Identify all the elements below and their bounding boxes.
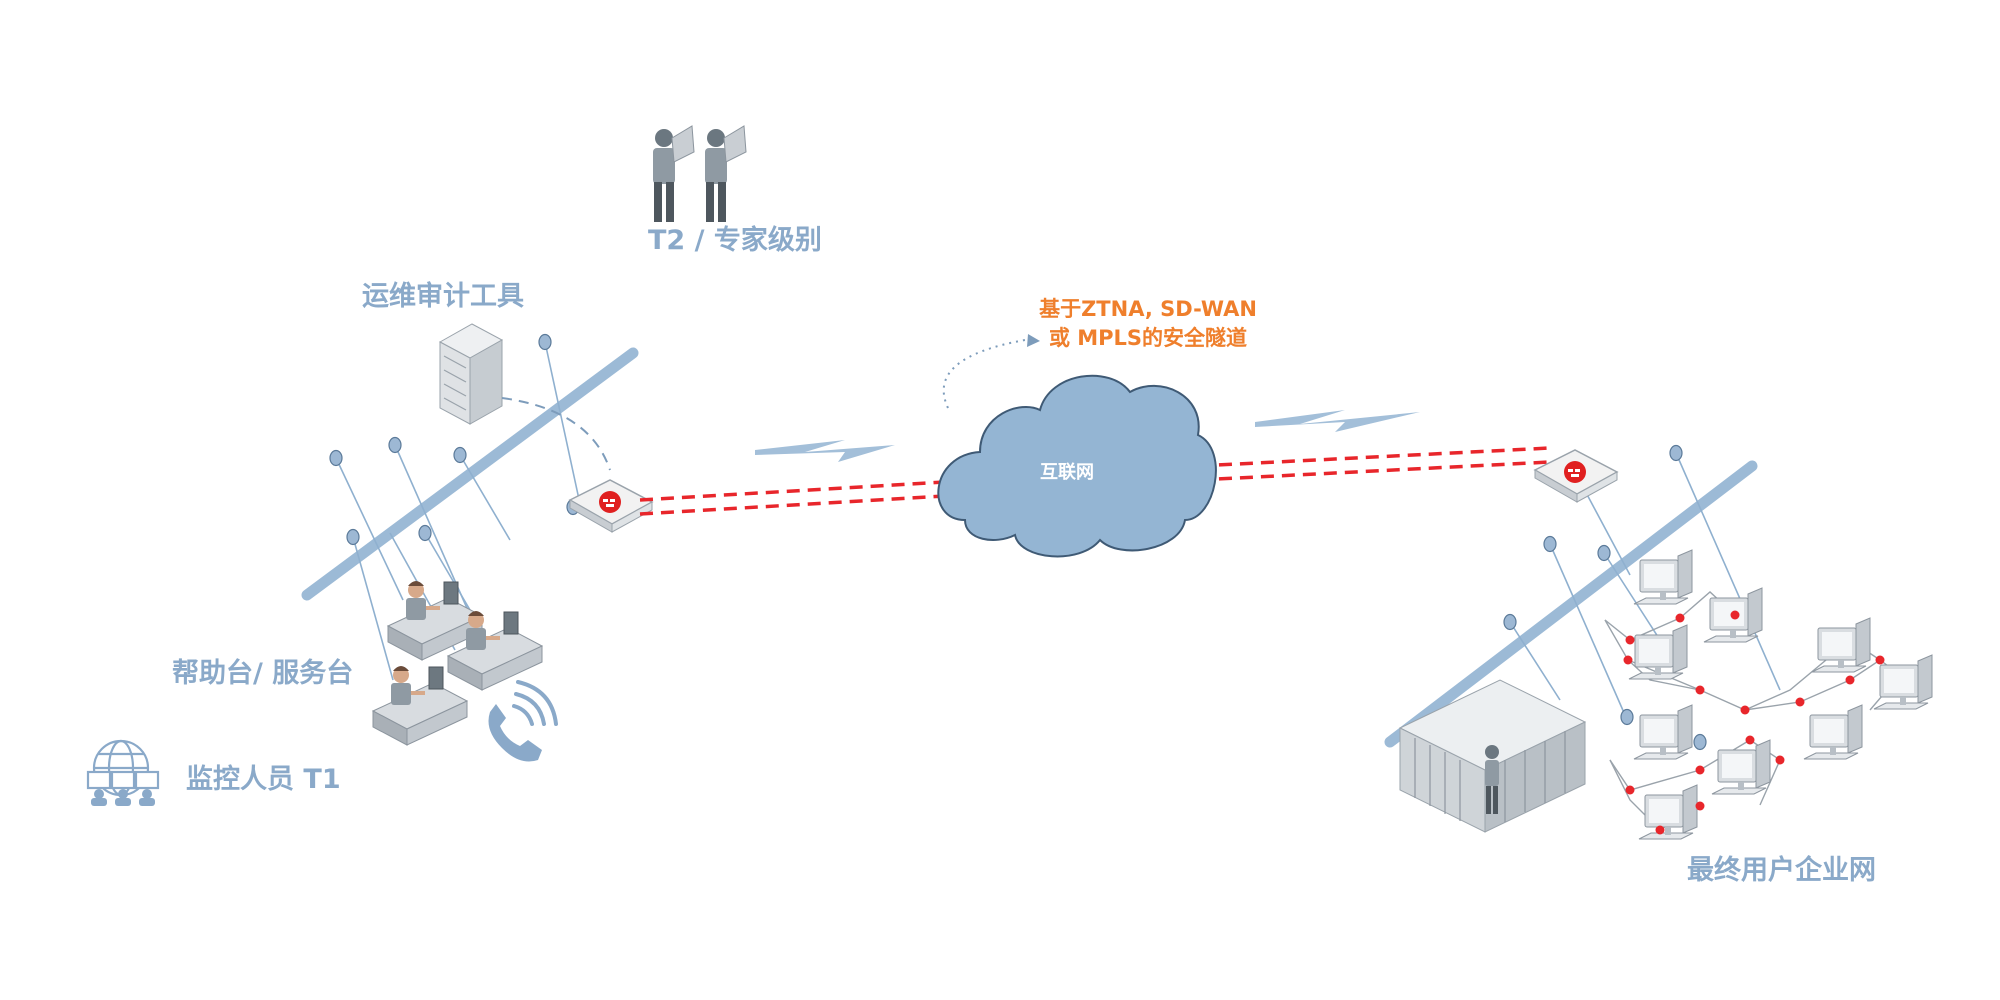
internet-cloud-icon [937, 374, 1217, 558]
tunnel-label-line2: 或 MPLS的安全隧道 [1048, 326, 1248, 350]
desktop-pc-icon [1633, 549, 1693, 605]
audit-link [501, 397, 611, 471]
network-node [1669, 444, 1683, 462]
t2-expert-icon [653, 125, 695, 222]
t2-experts-label: T2 / 专家级别 [648, 225, 822, 256]
network-node [1503, 613, 1517, 631]
helpdesk-operator-icon [372, 665, 468, 746]
tunnel-annotation-arrow [942, 339, 1026, 409]
right-drop-lines [1509, 452, 1781, 716]
desktop-pc-icon [1638, 784, 1698, 840]
secure-tunnel-lines [639, 446, 1551, 516]
network-node [453, 446, 467, 464]
helpdesk-label: 帮助台/ 服务台 [172, 658, 354, 689]
network-node [1597, 544, 1611, 562]
tunnel-label-line1: 基于ZTNA, SD-WAN [1039, 297, 1257, 321]
phone-icon [488, 680, 558, 762]
left-backbone [301, 347, 639, 601]
network-node [418, 524, 432, 542]
network-node [329, 449, 343, 467]
right-backbone [1384, 460, 1758, 748]
desktop-pc-icon [1711, 739, 1771, 795]
enterprise-network-label: 最终用户企业网 [1687, 855, 1876, 886]
monitoring-icon [86, 739, 160, 806]
network-node [1543, 535, 1557, 553]
ring-junction-dots [1623, 610, 1885, 835]
network-node [538, 333, 552, 351]
network-node [1693, 733, 1707, 751]
desktop-pc-icon [1803, 704, 1863, 760]
audit-server-icon [438, 323, 504, 425]
internet-label: 互联网 [1040, 462, 1094, 483]
arrow-head-icon [1027, 334, 1040, 347]
network-node [346, 528, 360, 546]
desktop-pc-icon [1628, 624, 1688, 680]
left-firewall-icon [569, 479, 653, 533]
network-node [1620, 708, 1634, 726]
wireless-link-icon [1255, 410, 1420, 432]
right-firewall-icon [1534, 449, 1618, 503]
tunnel-label: 基于ZTNA, SD-WAN 或 MPLS的安全隧道 [1023, 295, 1273, 353]
audit-tools-label: 运维审计工具 [362, 281, 524, 312]
datacenter-icon [1398, 679, 1587, 833]
t2-expert-icon [705, 125, 747, 222]
desktop-pc-icon [1633, 704, 1693, 760]
network-node [388, 436, 402, 454]
monitoring-label: 监控人员 T1 [186, 764, 341, 795]
wireless-link-icon [755, 440, 895, 462]
